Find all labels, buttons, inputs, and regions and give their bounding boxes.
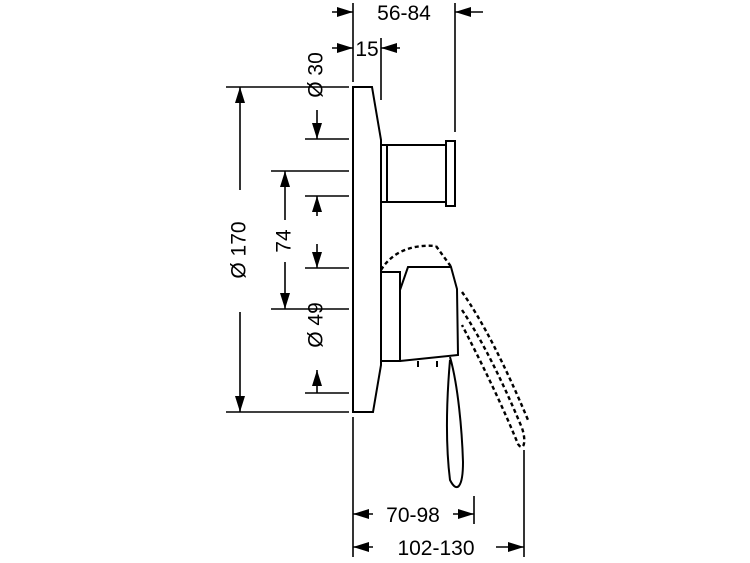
dimension-plate-diameter: Ø 170 bbox=[228, 87, 251, 412]
label-total-depth: 102-130 bbox=[397, 537, 474, 560]
dimension-top-depth: 56-84 bbox=[332, 2, 483, 25]
dimension-top-offset: 15 bbox=[332, 38, 400, 61]
product-outline bbox=[352, 86, 530, 489]
label-cartridge-diameter: Ø 49 bbox=[305, 302, 328, 348]
extension-lines bbox=[226, 3, 525, 557]
wall-plate bbox=[352, 86, 382, 413]
label-lever-depth: 70-98 bbox=[386, 504, 440, 527]
dimension-lever-depth: 70-98 bbox=[353, 504, 474, 527]
dimension-diverter-diameter: Ø 30 bbox=[305, 52, 328, 139]
label-top-offset: 15 bbox=[355, 38, 378, 61]
label-center-distance: 74 bbox=[273, 229, 296, 253]
label-diverter-diameter: Ø 30 bbox=[305, 52, 328, 98]
dimension-total-depth: 102-130 bbox=[353, 537, 524, 560]
dimension-cartridge-diameter: Ø 49 bbox=[305, 196, 328, 393]
label-top-depth: 56-84 bbox=[377, 2, 431, 25]
mixer-lever bbox=[381, 266, 465, 489]
lever-alternate-positions bbox=[379, 244, 530, 449]
label-plate-diameter: Ø 170 bbox=[228, 221, 251, 278]
dimension-center-distance: 74 bbox=[273, 171, 296, 309]
diverter-knob bbox=[380, 140, 456, 207]
